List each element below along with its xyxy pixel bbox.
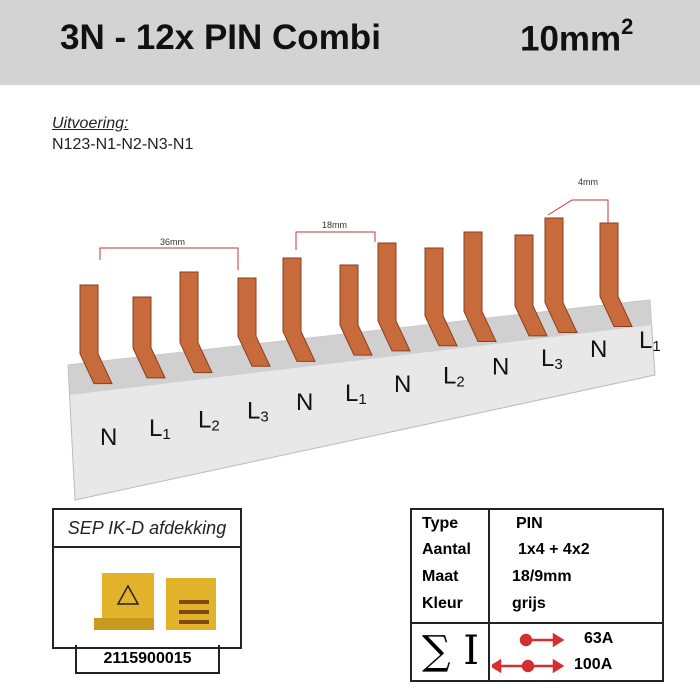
pin-label: N [296, 389, 313, 416]
spec-value: 18/9mm [512, 568, 572, 585]
pin-label: N [394, 371, 411, 398]
copper-pin [339, 264, 373, 356]
current-100a: 100A [574, 656, 613, 673]
copper-pin [544, 217, 578, 334]
header-banner: 3N - 12x PIN Combi 10mm2 [0, 0, 700, 85]
copper-pin [599, 222, 633, 327]
current-symbol: ∑ I [422, 628, 480, 674]
dimension-4mm [547, 199, 609, 225]
spec-key: Type [422, 515, 459, 532]
dim-label: 36mm [160, 237, 185, 247]
pin-label: L1 [639, 327, 661, 355]
pin-label: N [100, 424, 117, 451]
spec-value: grijs [512, 595, 546, 612]
product-title: 3N - 12x PIN Combi [60, 18, 381, 57]
copper-pin [237, 277, 271, 367]
divider [412, 622, 662, 624]
cover-image [94, 573, 216, 630]
spec-value: PIN [516, 515, 543, 532]
copper-pin [463, 231, 497, 342]
dimension-18mm [295, 231, 376, 250]
spec-key: Aantal [422, 541, 471, 558]
dim-label: 18mm [322, 220, 347, 230]
copper-pin [514, 234, 548, 337]
variant-value: N123-N1-N2-N3-N1 [52, 136, 194, 153]
copper-pin [377, 242, 411, 352]
dim-label: 4mm [578, 177, 598, 187]
pin-label: N [590, 336, 607, 363]
warning-icon [116, 584, 140, 605]
variant-label: Uitvoering: [52, 115, 129, 132]
copper-pin [79, 284, 113, 385]
copper-pin [179, 271, 213, 374]
arrow-icons [492, 632, 565, 674]
cross-section: 10mm2 [520, 14, 634, 59]
current-63a: 63A [584, 630, 614, 647]
spec-value: 1x4 + 4x2 [518, 541, 590, 558]
cover-code: 2115900015 [75, 645, 220, 674]
copper-pin [424, 247, 458, 347]
divider [488, 510, 490, 680]
cover-title: SEP IK-D afdekking [54, 510, 240, 548]
spec-key: Kleur [422, 595, 463, 612]
spec-table: Type PIN Aantal 1x4 + 4x2 Maat 18/9mm Kl… [410, 508, 664, 682]
copper-pin [282, 257, 316, 362]
dimension-36mm [99, 247, 239, 270]
copper-pin [132, 296, 166, 379]
spec-key: Maat [422, 568, 459, 585]
cover-box: SEP IK-D afdekking [52, 508, 242, 649]
pin-label: N [492, 354, 509, 381]
